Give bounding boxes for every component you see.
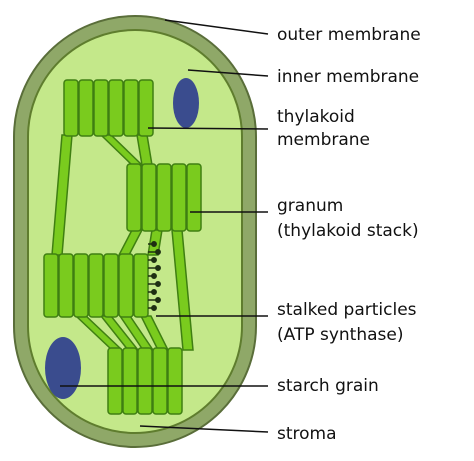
label-thylakoid-membrane-line2: membrane — [277, 130, 370, 150]
label-stalked-particles-line1: stalked particles — [277, 300, 417, 320]
starch-grain-top — [173, 78, 199, 128]
label-outer-membrane: outer membrane — [277, 25, 421, 45]
labels: outer membrane inner membrane thylakoid … — [277, 25, 421, 444]
granum-bottom — [108, 348, 182, 414]
granum-top — [64, 80, 153, 136]
label-stalked-particles-line2: (ATP synthase) — [277, 325, 403, 345]
label-granum-line1: granum — [277, 196, 343, 216]
label-starch-grain: starch grain — [277, 376, 379, 396]
label-inner-membrane: inner membrane — [277, 67, 419, 87]
pointer-thylakoid-membrane — [148, 128, 268, 129]
granum-middle — [127, 164, 201, 231]
label-granum-line2: (thylakoid stack) — [277, 221, 419, 241]
label-thylakoid-membrane-line1: thylakoid — [277, 107, 355, 127]
granum-left — [44, 254, 148, 317]
label-stroma: stroma — [277, 424, 337, 444]
starch-grain-bottom — [45, 337, 81, 399]
